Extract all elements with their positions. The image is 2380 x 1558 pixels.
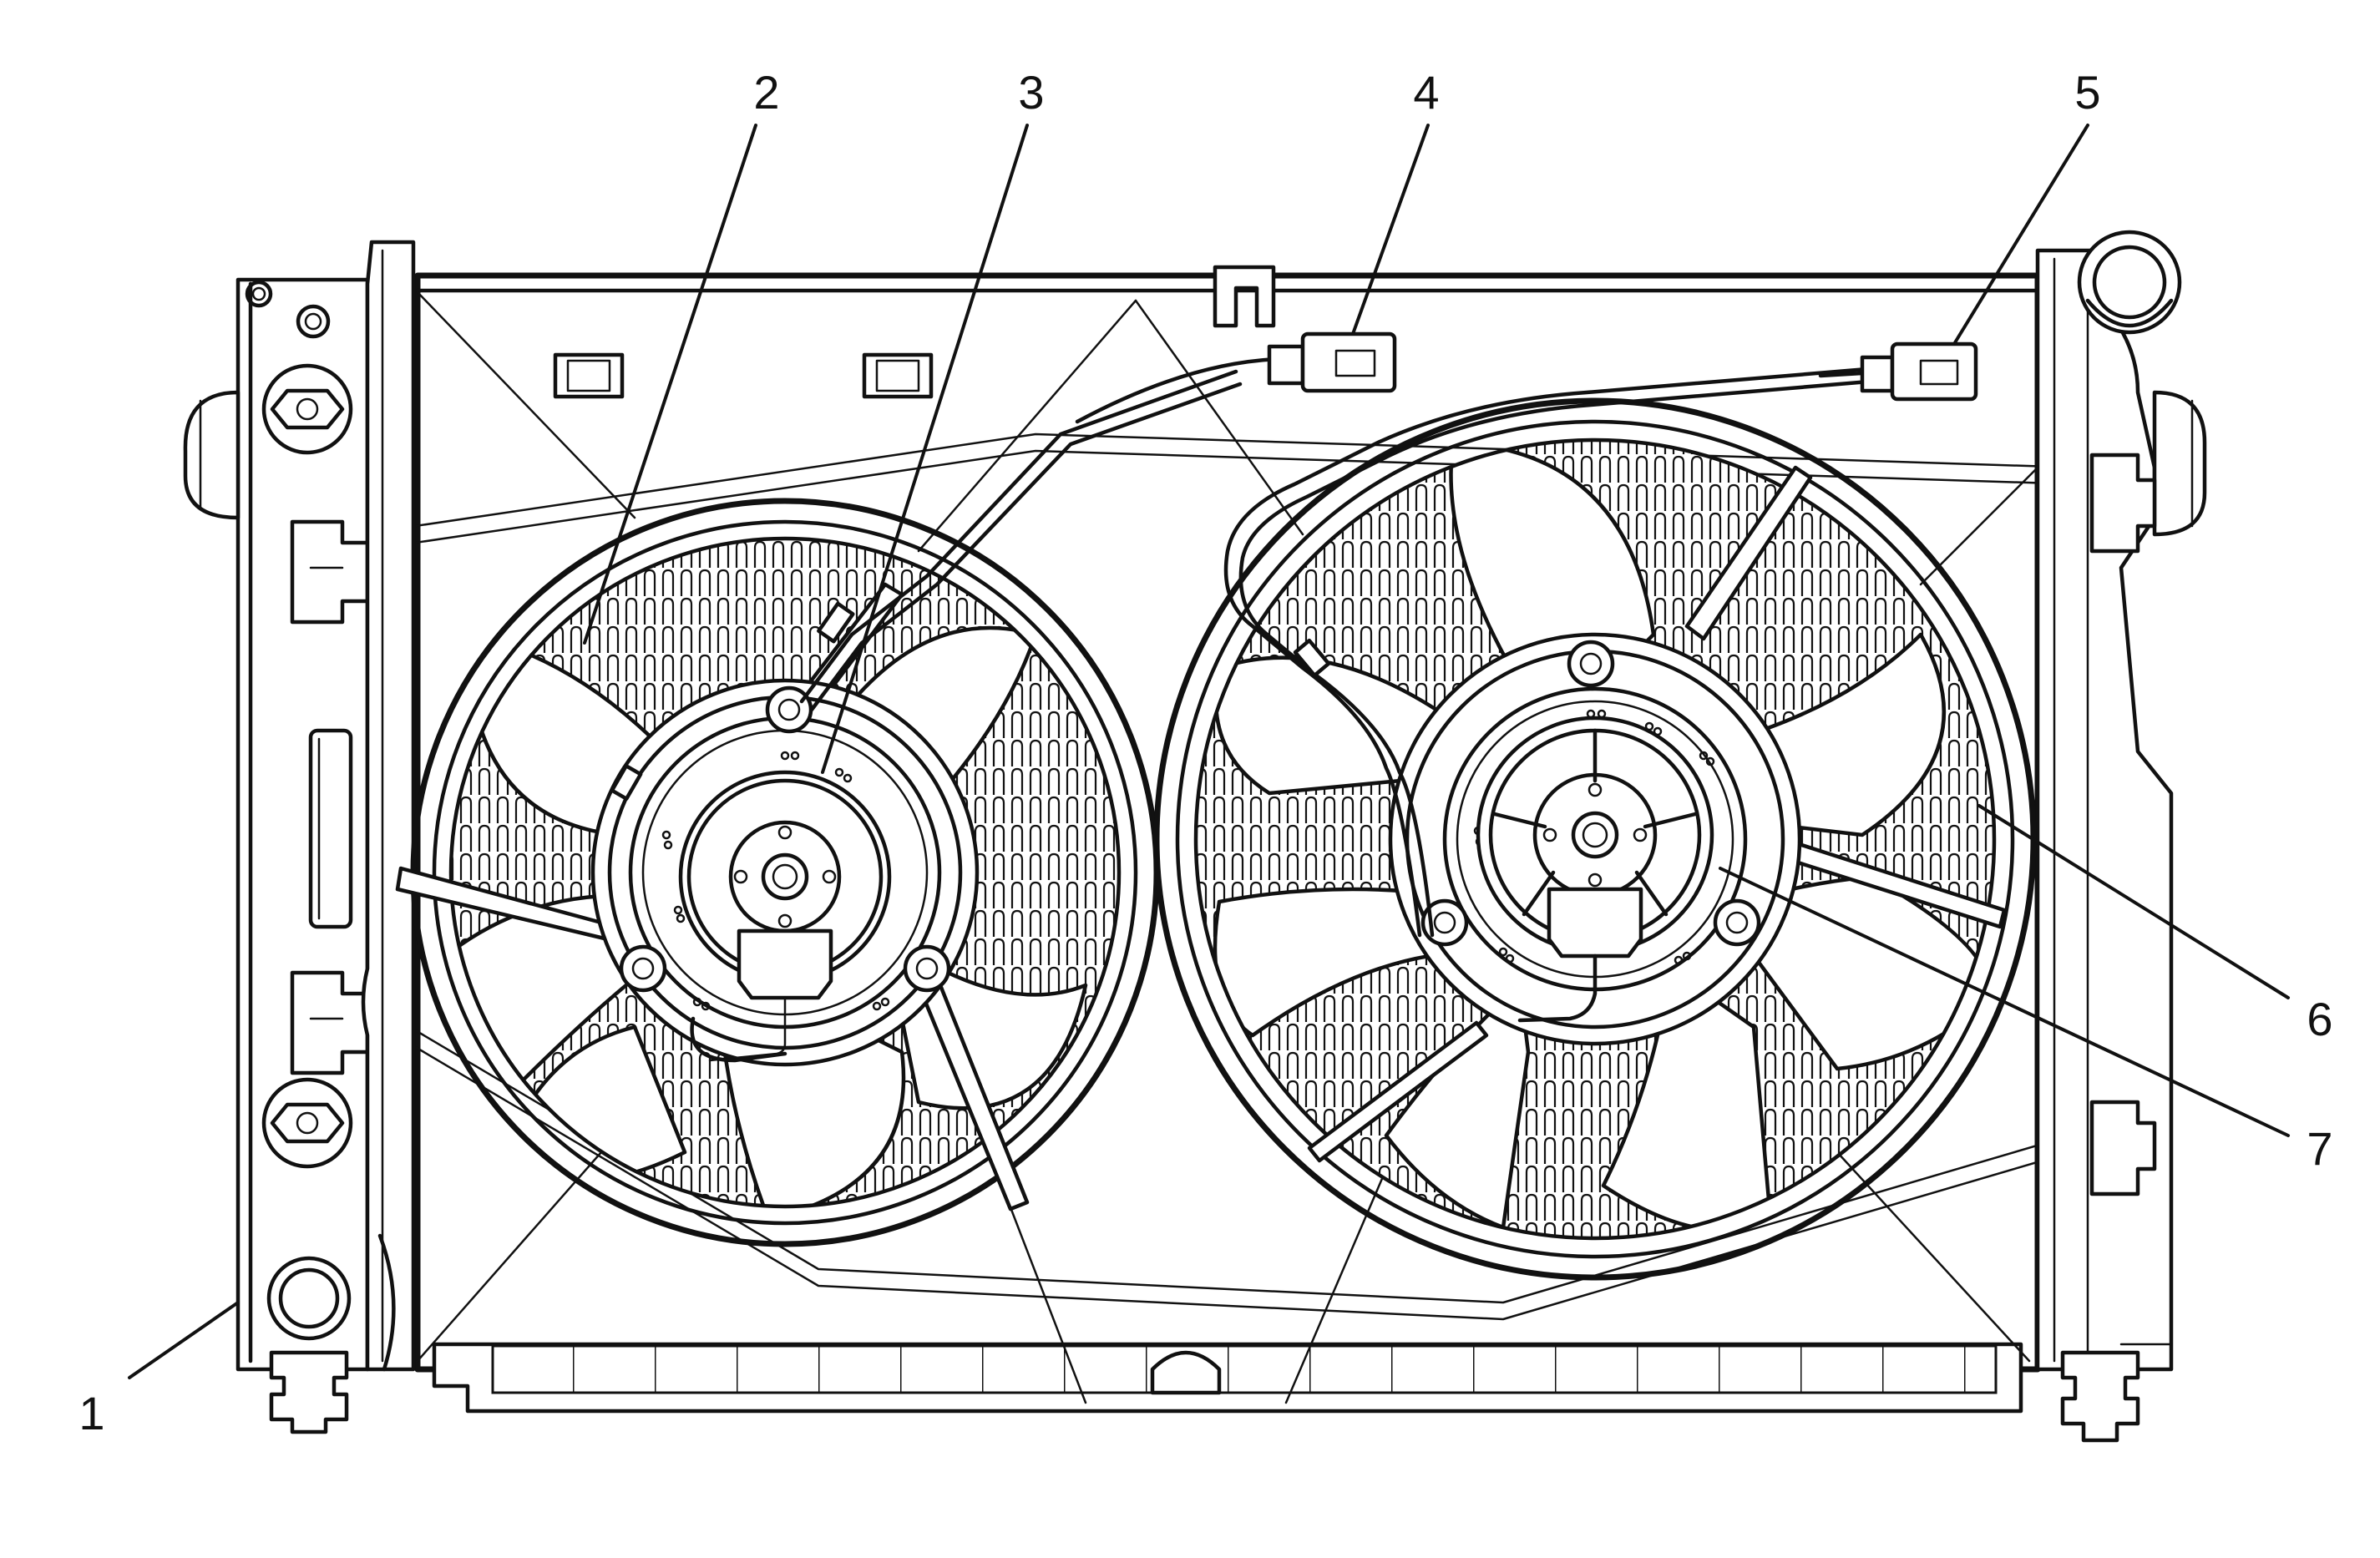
left-mount-bushing: [183, 390, 241, 520]
callout-3: 3: [1018, 66, 1044, 119]
leader-6: [1977, 804, 2290, 999]
left-side-bracket: [361, 240, 416, 1372]
left-side-tank: [183, 240, 416, 1434]
left-lower-nut: [261, 1077, 353, 1169]
bottom-tank-notch: [1150, 1350, 1222, 1395]
callout-labels: 1 2 3 4 5 6 7: [78, 66, 2332, 1439]
left-motor-connector-housing: [737, 928, 833, 1000]
left-mount-ear-right: [903, 944, 951, 993]
callout-7: 7: [2307, 1122, 2332, 1175]
right-motor-connector-housing: [1547, 887, 1643, 959]
leader-1: [128, 1301, 240, 1379]
right-mount-ear-right: [1713, 898, 1761, 947]
right-fan-assembly: [1153, 365, 2037, 1281]
left-mount-ear-left: [619, 944, 667, 993]
right-lower-mount: [2060, 1350, 2140, 1443]
left-upper-nut: [261, 363, 353, 455]
callout-5: 5: [2074, 66, 2100, 119]
callout-6: 6: [2307, 993, 2332, 1045]
left-fan-spokes: [395, 582, 1030, 1211]
left-lower-mount: [269, 1350, 349, 1434]
leader-3: [821, 124, 1029, 774]
bottom-tank-grille: [491, 1344, 1998, 1394]
right-clip-lower: [2089, 1100, 2157, 1196]
right-clip-upper: [2089, 453, 2157, 554]
right-side-tank: [2035, 230, 2207, 1443]
leader-4: [1351, 124, 1430, 336]
left-sight-window: [308, 728, 353, 929]
connector-4: [1075, 331, 1397, 424]
leader-2: [583, 124, 757, 645]
right-mount-bushing: [2152, 390, 2207, 537]
callout-1: 1: [78, 1387, 104, 1439]
bleed-screw: [245, 280, 273, 308]
top-slot-left: [553, 352, 625, 399]
callout-2: 2: [753, 66, 779, 119]
callout-4: 4: [1413, 66, 1439, 119]
connector-5: [1818, 341, 1978, 402]
leader-7: [1719, 867, 2290, 1137]
top-slot-right: [862, 352, 934, 399]
left-fan-assembly: [395, 369, 1243, 1247]
top-clip: [1213, 265, 1276, 328]
callout-leaders: [128, 124, 2290, 1379]
right-mount-ear-top: [1567, 640, 1615, 688]
left-outlet: [266, 1256, 352, 1341]
left-harness-clip: [610, 764, 643, 801]
left-mount-ear-top: [765, 685, 813, 734]
leader-5: [1952, 124, 2089, 346]
right-harness-clip: [1293, 638, 1331, 678]
